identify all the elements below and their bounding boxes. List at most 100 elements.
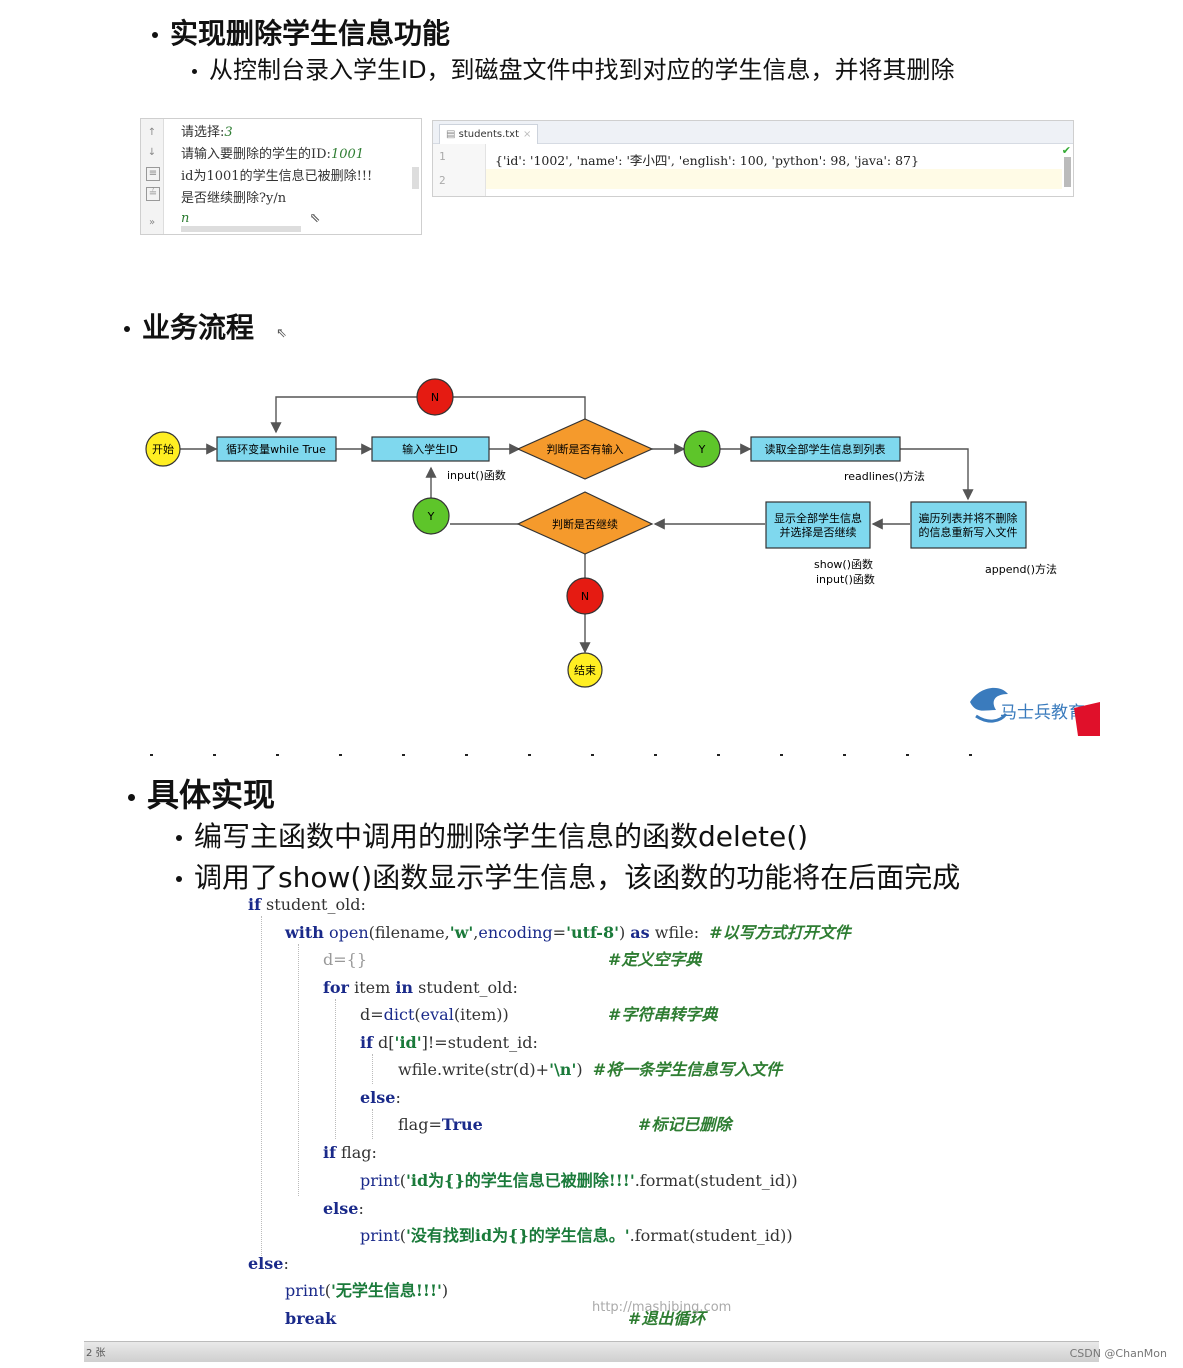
code-string: '无学生信息!!!' <box>331 1281 442 1300</box>
n-top-node: N <box>416 378 454 416</box>
code-line: break <box>285 1309 337 1328</box>
indent-guide <box>261 916 263 1256</box>
show-note-2: input()函数 <box>816 573 875 586</box>
section1-heading: 实现删除学生信息功能 <box>152 12 450 52</box>
code-line: if d['id']!=student_id: <box>360 1033 538 1052</box>
section1-title: 实现删除学生信息功能 <box>170 17 451 50</box>
svg-text:显示全部学生信息: 显示全部学生信息 <box>774 511 862 525</box>
line-number: 1 <box>439 150 446 163</box>
section3-bullet2-row: 调用了show()函数显示学生信息，该函数的功能将在后面完成 <box>176 856 960 896</box>
console-line: 请输入要删除的学生的ID:1001 <box>181 143 364 162</box>
y-mid-node: Y <box>683 430 721 468</box>
logo: 马士兵教育 <box>970 687 1100 736</box>
start-node: 开始 <box>145 431 181 467</box>
end-node: 结束 <box>567 652 603 688</box>
svg-text:判断是否有输入: 判断是否有输入 <box>547 442 624 456</box>
page-count-label: 2 张 <box>86 1348 106 1359</box>
code-line: d=dict(eval(item)) <box>360 1005 509 1024</box>
console-line: id为1001的学生信息已被删除!!! <box>181 165 372 184</box>
bullet-dot <box>176 876 182 882</box>
editor-gutter: 1 2 <box>433 144 486 196</box>
n-bottom-node: N <box>566 577 604 615</box>
code-line: #标记已删除 <box>638 1114 731 1136</box>
section3-heading: 具体实现 <box>128 770 275 816</box>
editor-line-1[interactable]: {'id': '1002', 'name': '李小四', 'english':… <box>495 153 919 168</box>
svg-text:循环变量while True: 循环变量while True <box>226 442 326 456</box>
code-line: else: <box>323 1199 364 1218</box>
svg-text:Y: Y <box>427 510 435 523</box>
console-input: 1001 <box>330 147 365 162</box>
indent-guide <box>298 944 300 1196</box>
indent-guide <box>372 1109 374 1139</box>
scroll-end-icon[interactable]: ≟ <box>146 187 160 201</box>
wrap-icon[interactable]: ≡ <box>146 167 160 181</box>
code-line: #退出循环 <box>628 1308 705 1330</box>
code-comment: #以写方式打开文件 <box>709 923 851 942</box>
section3-bullet2: 调用了show()函数显示学生信息，该函数的功能将在后面完成 <box>194 861 961 894</box>
code-line: if student_old: <box>248 895 366 914</box>
more-icon[interactable]: » <box>148 217 156 228</box>
svg-text:N: N <box>581 590 589 603</box>
code-line: print('id为{}的学生信息已被删除!!!'.format(student… <box>360 1171 798 1190</box>
section2-title: 业务流程 <box>142 311 255 344</box>
svg-text:开始: 开始 <box>152 442 174 456</box>
arrow-down-icon[interactable]: ↓ <box>147 147 157 158</box>
traverse-box: 遍历列表并将不删除 的信息重新写入文件 <box>910 501 1027 549</box>
csdn-watermark: CSDN @ChanMon <box>1069 1347 1167 1360</box>
code-line: else: <box>360 1088 401 1107</box>
check-continue-diamond: 判断是否继续 <box>516 491 654 555</box>
url-watermark: http://mashibing.com <box>592 1300 732 1315</box>
code-line: print('没有找到id为{}的学生信息。'.format(student_i… <box>360 1226 793 1245</box>
tab-students-txt[interactable]: ▤ students.txt× <box>439 124 539 144</box>
mouse-cursor-icon: ⇖ <box>309 211 321 226</box>
console-prompt: 请输入要删除的学生的ID: <box>181 147 331 162</box>
svg-text:读取全部学生信息到列表: 读取全部学生信息到列表 <box>765 442 886 456</box>
traverse-note: append()方法 <box>985 562 1057 576</box>
code-line: if flag: <box>323 1143 377 1162</box>
editor-tabbar: ▤ students.txt× <box>433 121 1073 144</box>
code-line: flag=True <box>398 1115 483 1134</box>
divider <box>150 754 1030 756</box>
show-box: 显示全部学生信息 并选择是否继续 <box>765 501 871 549</box>
read-all-box: 读取全部学生信息到列表 <box>750 436 901 462</box>
y-left-node: Y <box>412 497 450 535</box>
logo-mark <box>970 687 1008 711</box>
loop-box: 循环变量while True <box>216 436 337 462</box>
console-input: 3 <box>224 125 233 140</box>
editor-vscrollbar[interactable] <box>1064 157 1071 187</box>
console-hscrollbar[interactable] <box>181 226 301 232</box>
code-line: print('无学生信息!!!') <box>285 1281 449 1300</box>
console-prompt: id为1001的学生信息已被删除!!! <box>181 169 373 184</box>
code-comment: #字符串转字典 <box>608 1005 718 1024</box>
console-line: 是否继续删除?y/n <box>181 187 286 206</box>
check-icon: ✔ <box>1061 144 1071 157</box>
arrow-up-icon[interactable]: ↑ <box>147 127 157 138</box>
console-input: n <box>181 211 190 226</box>
editor-panel: ▤ students.txt× 1 2 {'id': '1002', 'name… <box>432 120 1074 197</box>
svg-text:Y: Y <box>698 443 706 456</box>
indent-guide <box>372 1054 374 1084</box>
code-line: else: <box>248 1254 289 1273</box>
mouse-cursor-icon: ⇖ <box>276 326 287 341</box>
svg-text:并选择是否继续: 并选择是否继续 <box>780 525 857 539</box>
svg-text:遍历列表并将不删除: 遍历列表并将不删除 <box>919 511 1018 525</box>
code-comment: #退出循环 <box>628 1309 706 1328</box>
code-comment: #标记已删除 <box>638 1115 732 1134</box>
tab-label: students.txt <box>458 129 520 140</box>
section3-bullet1: 编写主函数中调用的删除学生信息的函数delete() <box>194 820 809 853</box>
indent-guide <box>335 999 337 1139</box>
code-line: with open(filename,'w',encoding='utf-8')… <box>285 923 851 942</box>
line-number: 2 <box>439 174 446 187</box>
svg-text:判断是否继续: 判断是否继续 <box>552 517 618 531</box>
svg-text:输入学生ID: 输入学生ID <box>402 442 458 456</box>
svg-text:N: N <box>431 391 439 404</box>
flowchart: 开始 循环变量while True 输入学生ID input()函数 判断是否有… <box>145 378 1057 688</box>
bullet-dot <box>124 326 130 332</box>
console-vscrollbar[interactable] <box>412 167 419 189</box>
code-line: for item in student_old: <box>323 978 518 997</box>
close-icon[interactable]: × <box>523 129 532 140</box>
code-line: wfile.write(str(d)+'\n') #将一条学生信息写入文件 <box>398 1060 783 1079</box>
section3-title: 具体实现 <box>147 776 276 814</box>
console-gutter: ↑ ↓ ≡ ≟ » <box>141 119 164 234</box>
bottom-status-bar: 2 张 <box>84 1341 1099 1362</box>
